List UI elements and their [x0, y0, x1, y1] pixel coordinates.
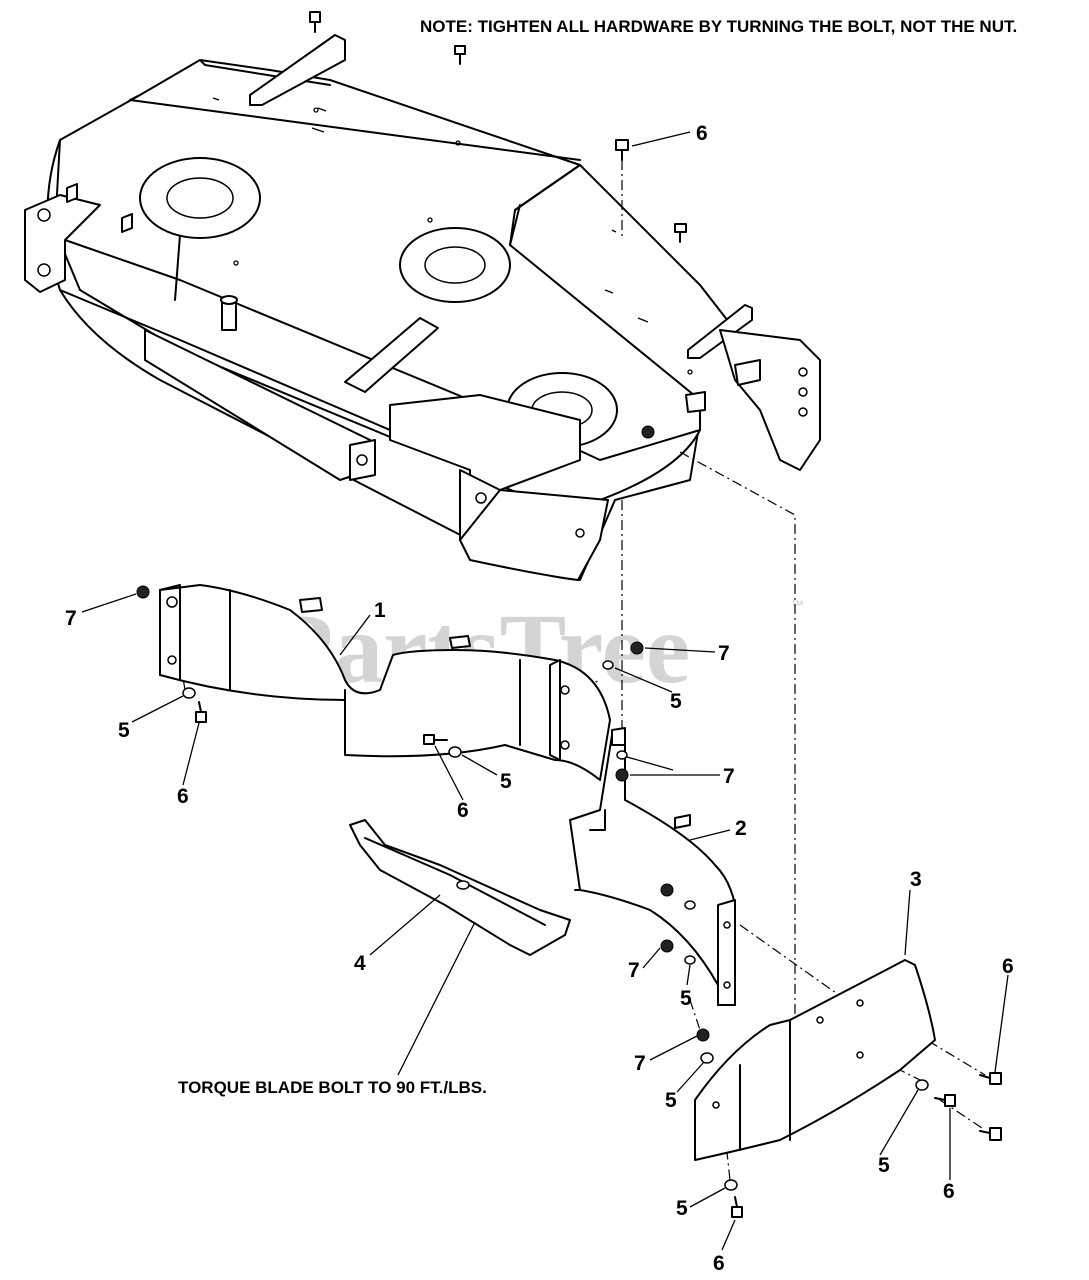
callout-7: 7 — [628, 959, 640, 982]
callout-5: 5 — [670, 690, 682, 713]
nut-7 — [660, 939, 674, 953]
callout-7: 7 — [718, 642, 730, 665]
nut-7 — [696, 1028, 710, 1042]
right-hanger — [719, 329, 821, 471]
hardware-note: NOTE: TIGHTEN ALL HARDWARE BY TURNING TH… — [420, 17, 1017, 36]
callout-labels: 6 1 7 7 5 5 6 5 7 6 2 3 4 7 5 6 7 5 5 6 … — [65, 122, 1014, 1275]
torque-note: TORQUE BLADE BOLT TO 90 FT./LBS. — [178, 1078, 487, 1097]
deck-strap — [344, 317, 439, 393]
callout-6: 6 — [177, 785, 189, 808]
part-3-side-plate — [694, 959, 936, 1161]
leader-lines — [81, 131, 1009, 1251]
callout-6: 6 — [943, 1180, 955, 1203]
callout-6: 6 — [457, 799, 469, 822]
part-2-right-baffle — [569, 727, 736, 1006]
nut-7 — [136, 585, 150, 599]
callout-5: 5 — [878, 1154, 890, 1177]
callout-7: 7 — [634, 1052, 646, 1075]
callout-6: 6 — [696, 122, 708, 145]
spindle-left — [139, 157, 261, 239]
callout-5: 5 — [500, 770, 512, 793]
callout-5: 5 — [665, 1089, 677, 1112]
callout-2: 2 — [735, 817, 747, 840]
callout-7: 7 — [723, 765, 735, 788]
nut-7 — [630, 641, 644, 655]
part-4-blade — [349, 819, 571, 956]
mower-deck — [24, 11, 821, 581]
watermark-tm: ™ — [790, 597, 804, 613]
callout-5: 5 — [680, 987, 692, 1010]
rear-lift-bracket-left — [249, 34, 346, 106]
spindle-center — [399, 227, 511, 303]
nut-7 — [615, 768, 629, 782]
hardware — [136, 585, 1002, 1218]
callout-5: 5 — [676, 1197, 688, 1220]
nut-7 — [660, 883, 674, 897]
callout-6: 6 — [713, 1252, 725, 1275]
part-1-left-baffle — [159, 584, 611, 781]
callout-5: 5 — [118, 719, 130, 742]
callout-3: 3 — [910, 868, 922, 891]
callout-6: 6 — [1002, 955, 1014, 978]
callout-4: 4 — [354, 952, 366, 975]
callout-1: 1 — [374, 599, 386, 622]
callout-7: 7 — [65, 607, 77, 630]
